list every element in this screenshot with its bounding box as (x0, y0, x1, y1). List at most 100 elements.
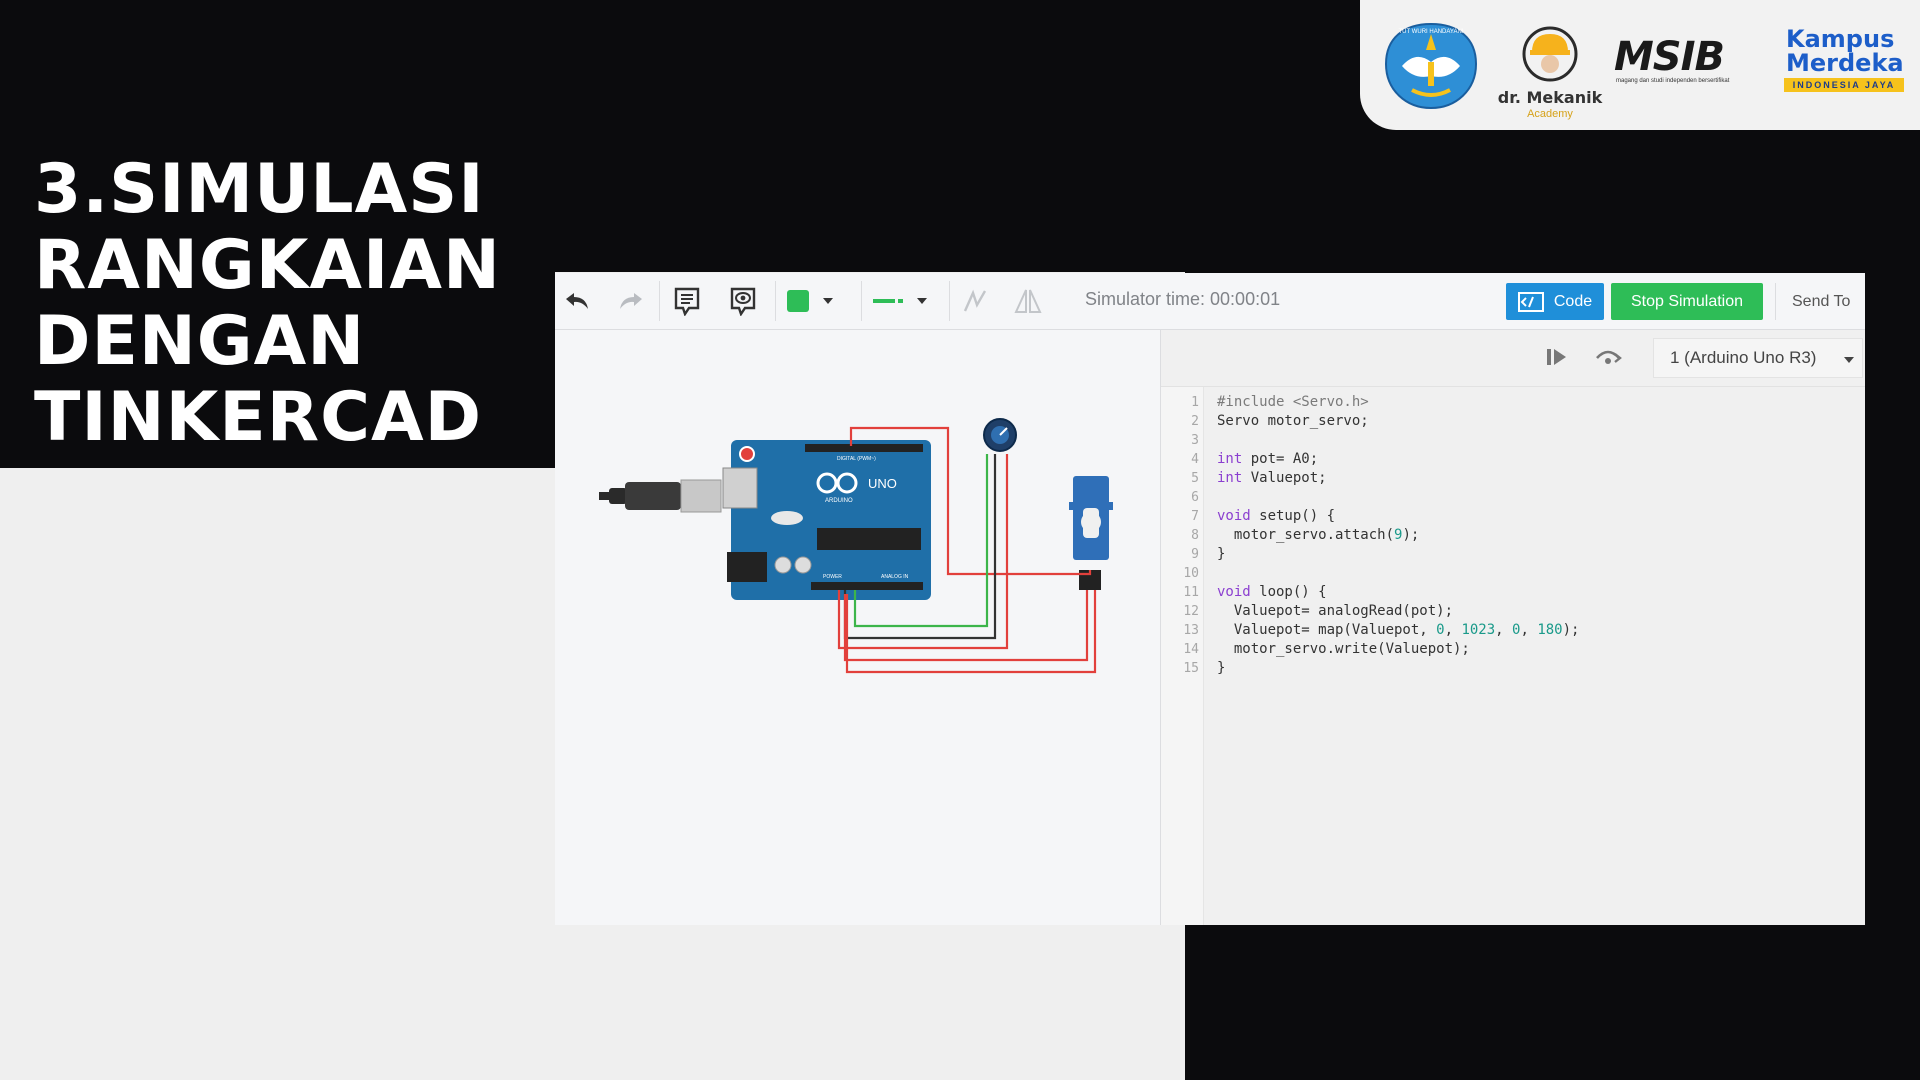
device-select-value: 1 (Arduino Uno R3) (1670, 348, 1817, 367)
line-number: 4 (1191, 452, 1199, 467)
toolbar-separator (861, 281, 862, 321)
line-number: 13 (1183, 623, 1199, 638)
line-number-gutter (1161, 387, 1204, 925)
notes-icon[interactable] (669, 283, 705, 319)
slide-title-line-1: 3.SIMULASI (34, 150, 485, 229)
code-line[interactable]: 12 Valuepot= analogRead(pot); (1161, 602, 1865, 621)
debugger-icon[interactable] (1593, 344, 1623, 373)
color-swatch-icon[interactable] (787, 283, 847, 319)
code-icon (1517, 291, 1544, 312)
code-line[interactable]: 11 void loop() { (1161, 583, 1865, 602)
redo-icon[interactable] (613, 283, 649, 319)
indonesia-jaya-ribbon: INDONESIA JAYA (1784, 78, 1904, 92)
toolbar-separator (775, 281, 776, 321)
code-text: Valuepot= map(Valuepot, 0, 1023, 0, 180)… (1217, 622, 1580, 638)
wires (837, 426, 1097, 674)
arduino-uno-board: UNO ARDUINO DIGITAL (PWM~) POWER ANALOG … (722, 440, 931, 600)
line-number: 6 (1191, 490, 1199, 505)
slide-title: 3.SIMULASI RANGKAIAN DENGAN TINKERCAD (34, 152, 501, 456)
msib-wordmark: MSIB (1614, 34, 1725, 80)
line-number: 12 (1183, 604, 1199, 619)
color-swatch (787, 290, 809, 312)
code-text: void setup() { (1217, 508, 1336, 524)
device-select[interactable]: 1 (Arduino Uno R3) (1653, 338, 1863, 378)
circuit-canvas[interactable]: UNO ARDUINO DIGITAL (PWM~) POWER ANALOG … (555, 330, 1160, 925)
code-button[interactable]: Code (1506, 283, 1604, 320)
code-line[interactable]: 2 Servo motor_servo; (1161, 412, 1865, 431)
line-number: 2 (1191, 414, 1199, 429)
code-text: motor_servo.attach(9); (1217, 527, 1420, 543)
line-number: 14 (1183, 642, 1199, 657)
code-text: } (1217, 660, 1226, 676)
flip-icon[interactable] (1010, 283, 1046, 319)
tut-wuri-handayani-logo: TUT WURI HANDAYANI (1382, 20, 1480, 112)
board-power-label: POWER (823, 574, 842, 580)
line-number: 5 (1191, 471, 1199, 486)
code-line[interactable]: 6 (1161, 488, 1865, 507)
code-text: Valuepot= analogRead(pot); (1217, 603, 1454, 619)
toolbar-separator (949, 281, 950, 321)
toolbar: Simulator time: 00:00:01 Code Stop Simul… (555, 273, 1865, 330)
slide-title-line-4: TINKERCAD (34, 378, 483, 457)
dr-mekanik-name: dr. Mekanik (1497, 88, 1603, 107)
code-editor[interactable]: 1#include <Servo.h> 2 Servo motor_servo; 3 4… (1161, 393, 1865, 678)
rotate-icon[interactable] (957, 283, 993, 319)
step-forward-icon[interactable] (1545, 346, 1569, 373)
line-number: 9 (1191, 547, 1199, 562)
tinkercad-window: Simulator time: 00:00:01 Code Stop Simul… (555, 273, 1865, 925)
board-analog-label: ANALOG IN (881, 574, 909, 580)
code-text: } (1217, 546, 1226, 562)
code-line[interactable]: 5 int Valuepot; (1161, 469, 1865, 488)
kampus-word: Kampus (1786, 25, 1895, 53)
circuit-diagram: UNO ARDUINO DIGITAL (PWM~) POWER ANALOG … (599, 418, 1113, 674)
code-text: Servo motor_servo; (1217, 413, 1369, 429)
send-to-button[interactable]: Send To (1775, 283, 1865, 320)
chevron-down-icon (823, 298, 833, 304)
board-arduino-label: ARDUINO (825, 498, 853, 504)
code-line[interactable]: 13 Valuepot= map(Valuepot, 0, 1023, 0, 1… (1161, 621, 1865, 640)
tut-wuri-text: TUT WURI HANDAYANI (1398, 29, 1463, 35)
code-button-label: Code (1553, 292, 1593, 310)
kampus-merdeka-logo: Kampus Merdeka INDONESIA JAYA (1784, 26, 1910, 96)
code-line[interactable]: 4 int pot= A0; (1161, 450, 1865, 469)
line-number: 7 (1191, 509, 1199, 524)
servo-motor (1069, 476, 1113, 590)
board-uno-label: UNO (868, 476, 897, 491)
msib-logo: MSIB magang dan studi independen bersert… (1614, 34, 1764, 90)
line-number: 11 (1183, 585, 1199, 600)
line-number: 8 (1191, 528, 1199, 543)
line-number: 3 (1191, 433, 1199, 448)
note-visibility-icon[interactable] (725, 283, 761, 319)
code-text: motor_servo.write(Valuepot); (1217, 641, 1470, 657)
wire-style-icon[interactable] (873, 283, 943, 319)
slide-title-line-2: RANGKAIAN (34, 226, 501, 305)
stop-simulation-button[interactable]: Stop Simulation (1611, 283, 1763, 320)
board-digital-label: DIGITAL (PWM~) (837, 456, 876, 462)
code-line[interactable]: 15} (1161, 659, 1865, 678)
chevron-down-icon (1844, 357, 1854, 363)
code-line[interactable]: 10 (1161, 564, 1865, 583)
code-text: void loop() { (1217, 584, 1327, 600)
dr-mekanik-logo: dr. Mekanik Academy (1490, 20, 1610, 120)
code-line[interactable]: 7 void setup() { (1161, 507, 1865, 526)
code-line[interactable]: 3 (1161, 431, 1865, 450)
chevron-down-icon (917, 298, 927, 304)
code-text: int Valuepot; (1217, 470, 1327, 486)
msib-tagline: magang dan studi independen bersertifika… (1616, 78, 1730, 84)
code-line[interactable]: 9} (1161, 545, 1865, 564)
code-line[interactable]: 1#include <Servo.h> (1161, 393, 1865, 412)
line-number: 10 (1183, 566, 1199, 581)
logo-strip: TUT WURI HANDAYANI dr. Mekanik Academy M… (1360, 0, 1920, 130)
code-line[interactable]: 8 motor_servo.attach(9); (1161, 526, 1865, 545)
usb-cable (599, 479, 722, 513)
code-panel: 1 (Arduino Uno R3) 1#include <Servo.h> 2 S… (1160, 330, 1865, 925)
potentiometer (983, 418, 1017, 452)
line-number: 15 (1183, 661, 1199, 676)
code-panel-header: 1 (Arduino Uno R3) (1161, 330, 1865, 387)
code-line[interactable]: 14 motor_servo.write(Valuepot); (1161, 640, 1865, 659)
undo-icon[interactable] (559, 283, 595, 319)
code-text: #include <Servo.h> (1217, 394, 1369, 410)
slide-title-line-3: DENGAN (34, 302, 366, 381)
code-text: int pot= A0; (1217, 451, 1319, 467)
dr-mekanik-subtitle: Academy (1527, 108, 1573, 120)
